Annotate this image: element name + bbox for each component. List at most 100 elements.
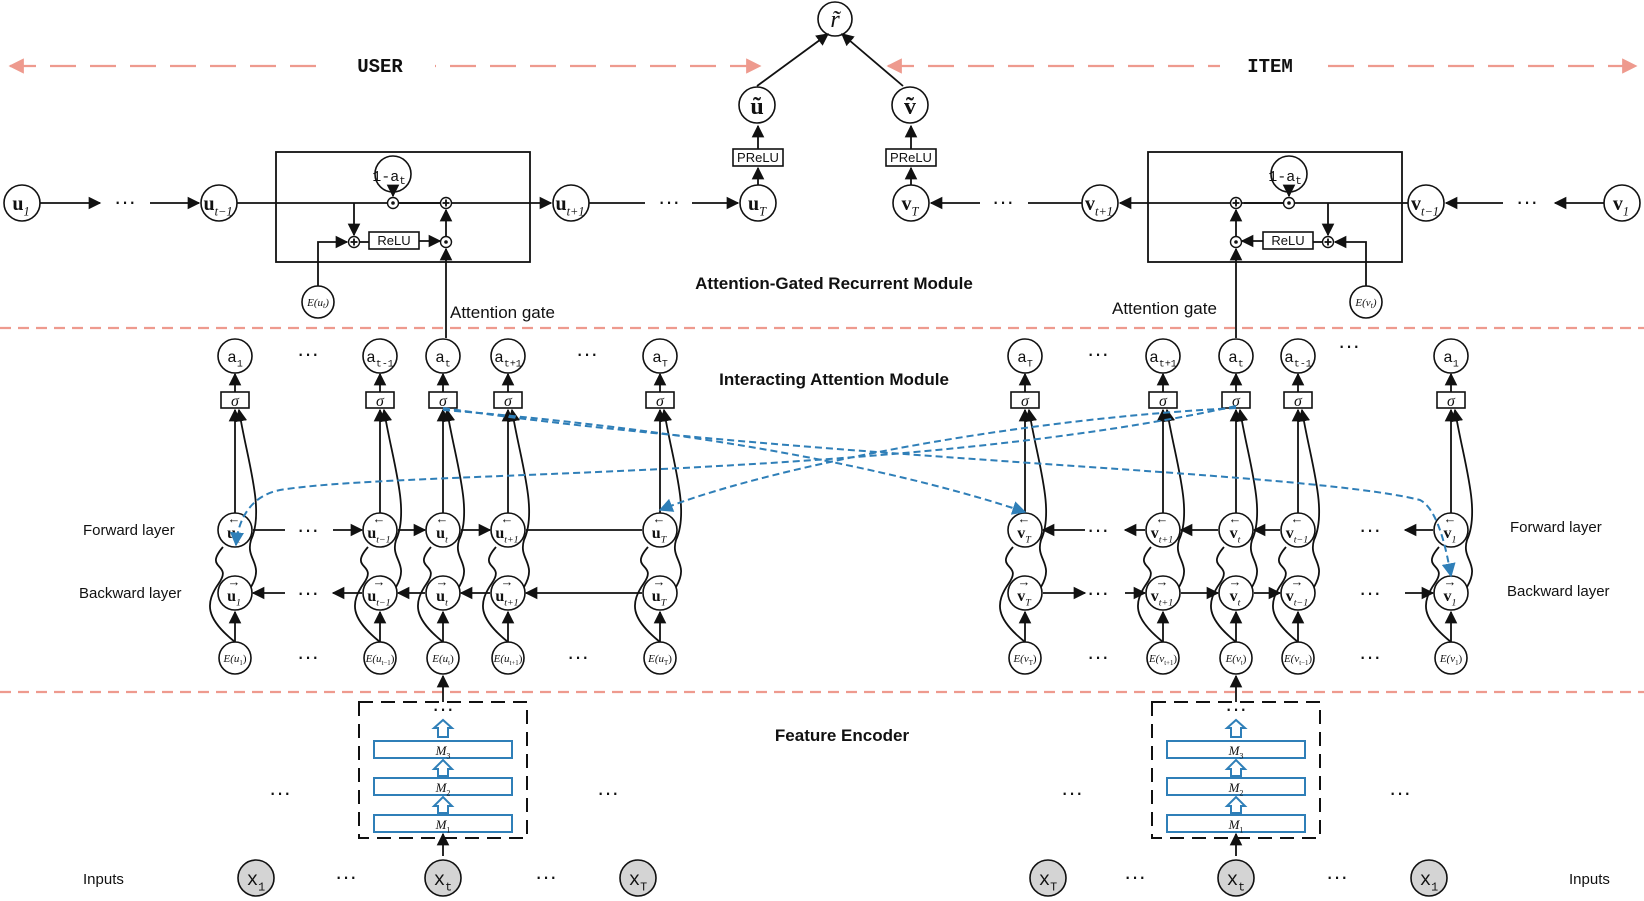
item-input-ellipsis-1: ··· <box>1124 864 1146 889</box>
user-emb-label-0: E(u1) <box>223 653 247 667</box>
user-attn-ellipsis-1: ··· <box>297 341 319 366</box>
item-encoder-label-2: M1 <box>1228 817 1244 835</box>
user-encoder-ellipsis-right: ··· <box>597 780 619 805</box>
item-sigmoid-label-1: σ <box>1159 393 1168 410</box>
user-bypass-curve-0 <box>209 546 236 643</box>
link-item-t-to-user-T <box>658 407 1237 512</box>
user-input-node-2 <box>619 859 657 897</box>
user-final-vector-node: ũ <box>738 86 776 124</box>
user-encoder-ellipsis-left: ··· <box>269 780 291 805</box>
user-emb-label-4: E(uT) <box>647 653 672 667</box>
item-attention-label-2: at <box>1228 349 1244 369</box>
user-chain-node-3 <box>739 184 777 222</box>
item-bwd-arrow-3: → <box>1291 574 1304 589</box>
item-sigmoid-label-4: σ <box>1447 393 1456 410</box>
item-attention-label-4: a1 <box>1443 349 1459 369</box>
user-attention-gate-label: Attention gate <box>450 303 555 322</box>
user-to-rating-edge <box>756 33 830 87</box>
user-embedding-node: E(ut) <box>301 285 335 319</box>
user-bypass-curve-4 <box>634 546 661 643</box>
user-attention-label-2: at <box>435 349 451 369</box>
item-attention-label-3: at-1 <box>1284 349 1311 369</box>
item-encoder-uparrow-0 <box>1224 758 1248 777</box>
item-prelu-box: PReLU <box>885 148 937 167</box>
item-backward-layer-label: Backward layer <box>1507 583 1610 600</box>
user-attention-label-4: aT <box>652 349 668 369</box>
user-label-bg <box>325 52 435 78</box>
item-bypass-curve-4 <box>1425 546 1452 643</box>
user-attention-label-1: at-1 <box>366 349 393 369</box>
bilstm-layer-edges: ········································… <box>251 333 1435 669</box>
user-one-minus-label: 1-a <box>372 169 399 186</box>
user-backward-layer-label: Backward layer <box>79 585 182 602</box>
user-input-label-2: xT <box>629 869 647 894</box>
item-fwd-label-3: vt−1 <box>1286 525 1308 545</box>
svg-text:E(vt): E(vt) <box>1354 297 1377 310</box>
item-encoder-uparrow-1 <box>1224 795 1248 814</box>
item-bypass-curve-2 <box>1210 546 1237 643</box>
item-attention-columns: aTσ←vT→vTE(vT)at+1σ←vt+1→vt+1E(vt+1)atσ←… <box>999 338 1474 675</box>
item-sigmoid-label-0: σ <box>1021 393 1030 410</box>
item-fwd-ellipsis: ··· <box>1087 517 1109 542</box>
user-encoder-ellipsis: ··· <box>432 696 454 721</box>
item-emb-label-4: E(v1) <box>1439 653 1463 667</box>
svg-text:1-at: 1-at <box>1268 169 1302 188</box>
user-input-label-0: x1 <box>247 869 265 894</box>
item-fwd-arrow-4: ← <box>1444 511 1457 526</box>
user-forward-layer-label: Forward layer <box>83 522 175 539</box>
user-bypass-curve-1 <box>354 546 381 643</box>
user-encoder-uparrow-top <box>431 718 455 738</box>
item-emb-label-3: E(vt−1) <box>1283 653 1312 667</box>
user-skip-curve-2 <box>442 408 466 588</box>
item-inputs-label: Inputs <box>1569 871 1610 888</box>
user-fwd-label-1: ut−1 <box>367 525 390 545</box>
item-skip-curve-1 <box>1162 408 1186 588</box>
item-fwd-arrow-1: ← <box>1156 511 1169 526</box>
item-one-minus-sub: t <box>1295 176 1302 188</box>
item-fwd-arrow-2: ← <box>1229 511 1242 526</box>
item-fwd-arrow-3: ← <box>1291 511 1304 526</box>
user-fwd-ellipsis: ··· <box>297 517 319 542</box>
user-attention-columns: a1σ←u1→u1E(u1)at-1σ←ut−1→ut−1E(ut−1)atσ←… <box>209 338 683 675</box>
user-chain-label-0: u1 <box>12 193 29 219</box>
item-skip-curve-2 <box>1235 408 1259 588</box>
item-sigmoid-label-3: σ <box>1294 393 1303 410</box>
user-chain-label-3: uT <box>748 193 767 219</box>
user-attention-label-0: a1 <box>227 349 243 369</box>
user-emb-to-add <box>317 235 349 286</box>
item-bwd-arrow-1: → <box>1156 574 1169 589</box>
item-forward-layer-label: Forward layer <box>1510 519 1602 536</box>
item-section-label: ITEM <box>1247 56 1293 78</box>
item-fwd-label-0: vT <box>1017 525 1032 545</box>
user-encoder-uparrow-1 <box>431 795 455 814</box>
user-fwd-arrow-1: ← <box>373 511 386 526</box>
link-user-t-to-item-T <box>442 409 1027 515</box>
item-fwd-label-4: v1 <box>1444 525 1457 545</box>
item-fwd-arrow-0: ← <box>1018 511 1031 526</box>
user-bwd-ellipsis: ··· <box>297 580 319 605</box>
user-input-label-1: xt <box>434 869 452 894</box>
user-bwd-label-0: u1 <box>227 588 241 608</box>
user-fwd-arrow-0: ← <box>228 511 241 526</box>
user-chain-label-1: ut−1 <box>203 193 232 219</box>
item-attn-ellipsis-1: ··· <box>1087 341 1109 366</box>
rating-label: r̃ <box>830 7 841 33</box>
link-item-t-to-user-1 <box>230 405 1237 547</box>
svg-text:E(ut): E(ut) <box>306 297 329 310</box>
link-user-t-to-item-1 <box>442 407 1456 578</box>
item-bwd-ellipsis-2: ··· <box>1359 580 1381 605</box>
item-gate-cell: 1-at ReLU <box>1147 151 1403 263</box>
item-chain-node-0 <box>892 184 930 222</box>
item-input-node-1 <box>1217 859 1255 897</box>
item-emb-to-add <box>1333 235 1367 286</box>
user-bwd-arrow-3: → <box>501 574 514 589</box>
item-bypass-curve-3 <box>1272 546 1299 643</box>
user-input-node-0 <box>237 859 275 897</box>
item-emb-ellipsis-2: ··· <box>1359 644 1381 669</box>
item-fwd-label-2: vt <box>1230 525 1241 545</box>
user-final-vector-label: ũ <box>750 94 763 120</box>
user-emb-label-1: E(ut−1) <box>365 653 395 667</box>
item-bwd-arrow-0: → <box>1018 574 1031 589</box>
